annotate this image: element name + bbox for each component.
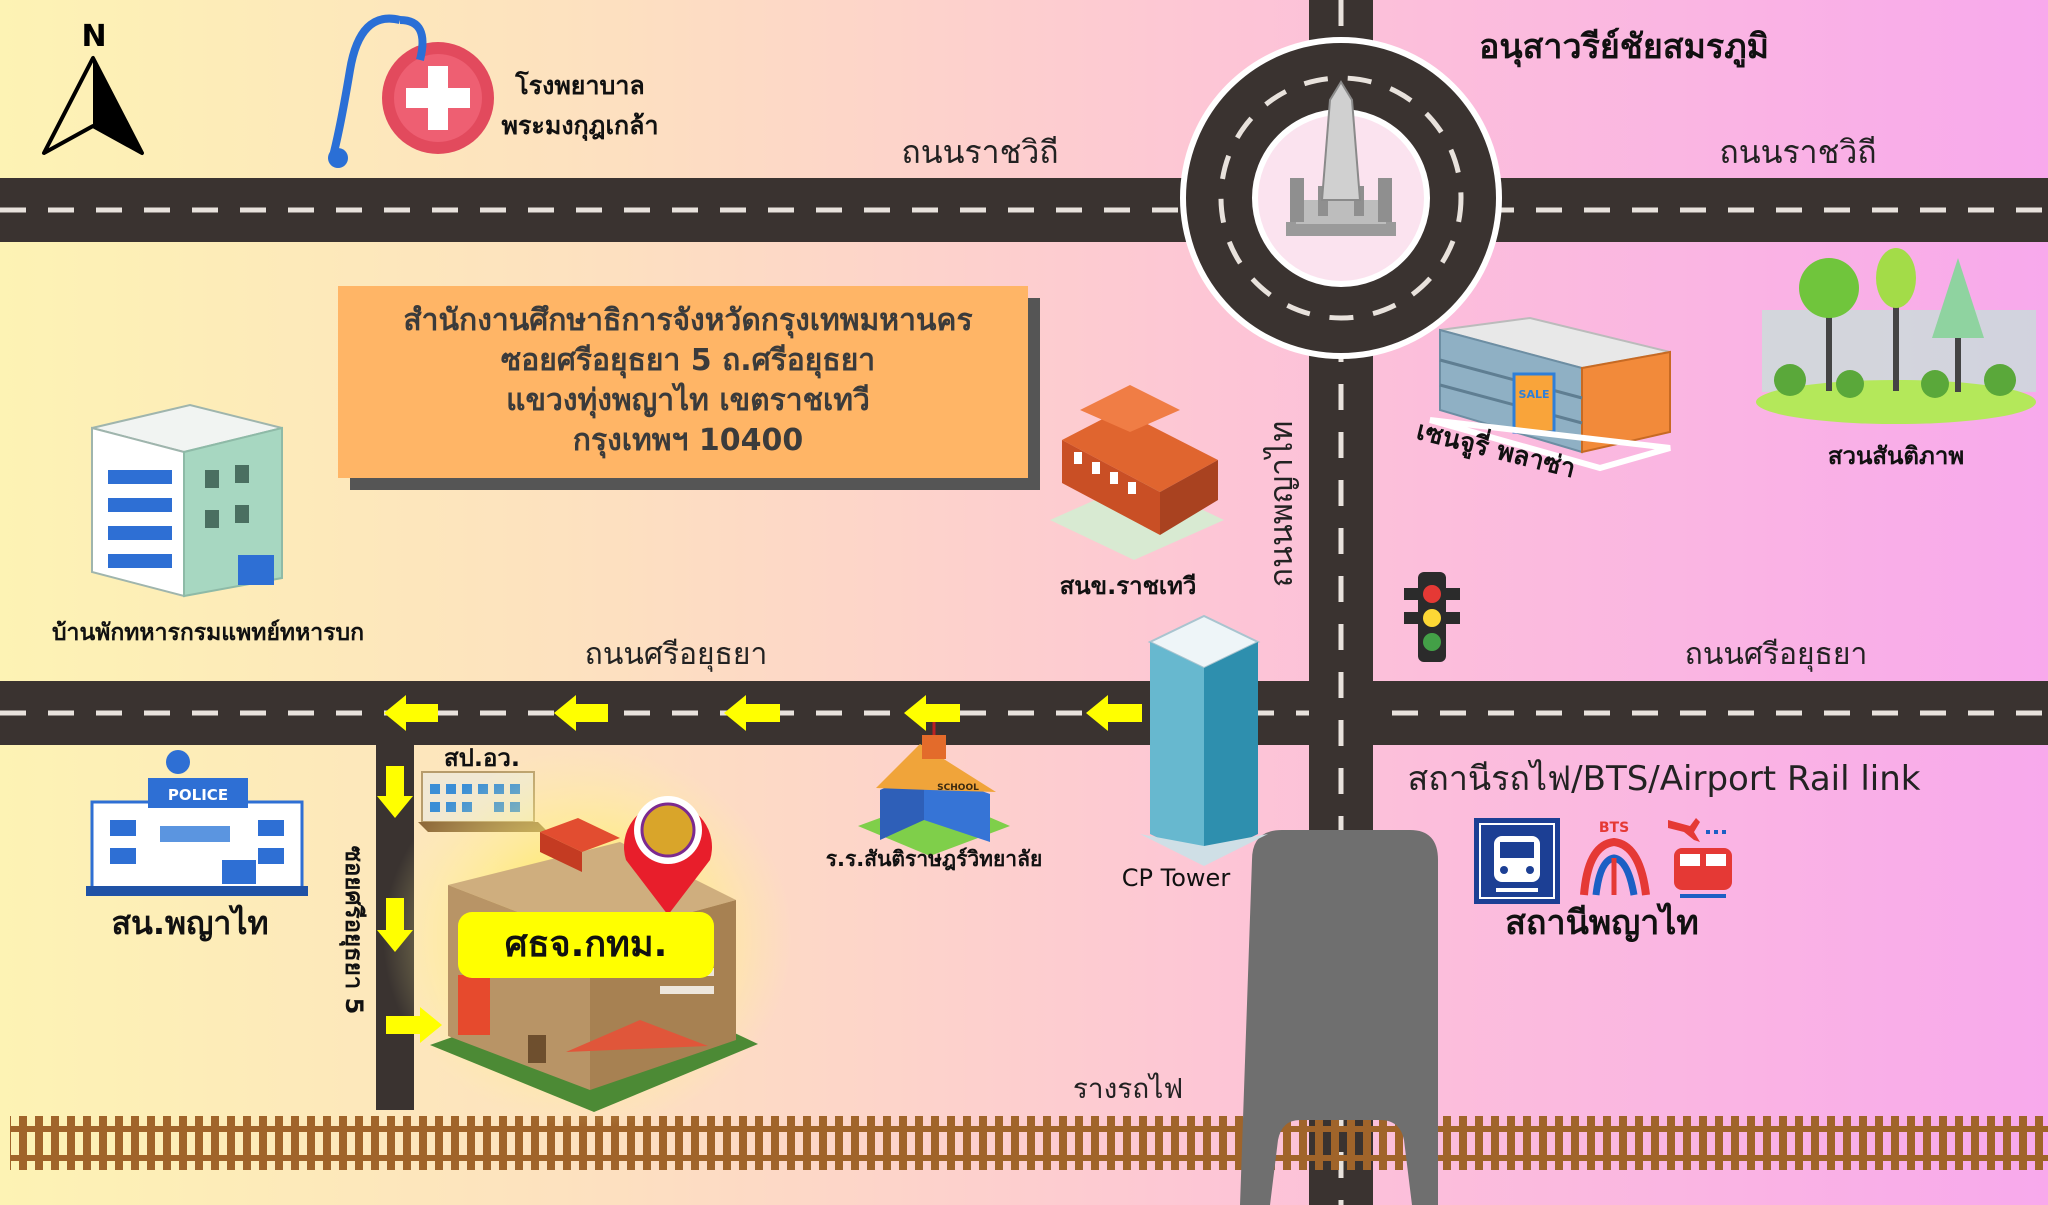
sri-ayutthaya-road-label-right: ถนนศรีอยุธยา [1685, 637, 1868, 673]
arrow-right-icon [386, 1007, 442, 1043]
peace-park-label: สวนสันติภาพ [1828, 442, 1964, 470]
office-address-line2: ซอยศรีอยุธยา 5 ถ.ศรีอยุธยา [501, 343, 875, 379]
bts-logo-icon: BTS [1580, 820, 1650, 896]
arrow-left-icon [554, 695, 608, 731]
hospital-label-line2: พระมงกุฎเกล้า [502, 111, 659, 142]
peace-park-icon [1756, 248, 2036, 424]
arrow-left-icon [904, 695, 960, 731]
sale-sign: SALE [1519, 388, 1550, 401]
train-station-icon [1474, 818, 1560, 904]
destination-label: ศธจ.กทม. [505, 924, 668, 965]
bts-text: BTS [1599, 820, 1629, 836]
ratchawithi-road-label-left: ถนนราชวิถี [901, 133, 1058, 171]
airport-rail-link-icon [1668, 818, 1732, 898]
soi-label: ซอยศรีอยุธยา 5 [338, 846, 368, 1015]
traffic-light-icon [1404, 572, 1460, 662]
school-sign: SCHOOL [937, 783, 979, 793]
railway [10, 1116, 2048, 1170]
office-address-line3: แขวงทุ่งพญาไท เขตราชเทวี [506, 382, 870, 419]
police-sign: POLICE [168, 786, 228, 804]
arrow-down-icon [377, 898, 413, 952]
cp-tower-building-icon [1140, 614, 1268, 866]
phayathai-road-label: ถนนพญาไท [1262, 421, 1300, 588]
office-address-box [338, 286, 1040, 490]
arrow-left-icon [384, 695, 438, 731]
destination-label-bg [458, 912, 714, 978]
school-label: ร.ร.สันติราษฎร์วิทยาลัย [826, 847, 1043, 871]
station-overpass [1240, 830, 1438, 1205]
victory-monument-roundabout [1180, 37, 1502, 359]
location-pin-icon [624, 796, 712, 915]
ratchathewi-police-label: สนข.ราชเทวี [1060, 572, 1197, 600]
army-housing-label: บ้านพักทหารกรมแพทย์ทหารบก [52, 619, 364, 646]
phayathai-police-label: สน.พญาไท [111, 904, 268, 942]
monument-label: อนุสาวรีย์ชัยสมรภูมิ [1479, 27, 1769, 68]
ratchathewi-police-building-icon [1050, 385, 1224, 560]
century-plaza-building-icon: SALE [1429, 316, 1671, 472]
office-address-line4: กรุงเทพฯ 10400 [573, 423, 803, 459]
arrow-left-icon [1086, 695, 1142, 731]
hospital-icon [328, 14, 494, 168]
monument-icon [1286, 80, 1396, 236]
compass-label: N [81, 19, 106, 54]
office-address-line1: สำนักงานศึกษาธิการจังหวัดกรุงเทพมหานคร [403, 303, 972, 339]
ratchawithi-road-label-right: ถนนราชวิถี [1719, 133, 1876, 171]
station-header: สถานีรถไฟ/BTS/Airport Rail link [1407, 759, 1920, 799]
sri-ayutthaya-road-label-left: ถนนศรีอยุธยา [585, 637, 768, 673]
army-housing-building-icon [91, 403, 283, 598]
compass-icon [42, 56, 144, 155]
direction-arrows [377, 695, 1142, 1043]
station-name: สถานีพญาไท [1505, 902, 1699, 943]
hospital-label-line1: โรงพยาบาล [514, 70, 644, 100]
school-building-icon: SCHOOL [858, 705, 1010, 856]
phayathai-police-station-icon: POLICE [86, 750, 308, 896]
railway-label: รางรถไฟ [1073, 1072, 1183, 1105]
cp-tower-label: CP Tower [1122, 864, 1231, 892]
arrow-down-icon [377, 766, 413, 818]
arrow-left-icon [724, 695, 780, 731]
spow-label: สป.อว. [444, 744, 520, 772]
